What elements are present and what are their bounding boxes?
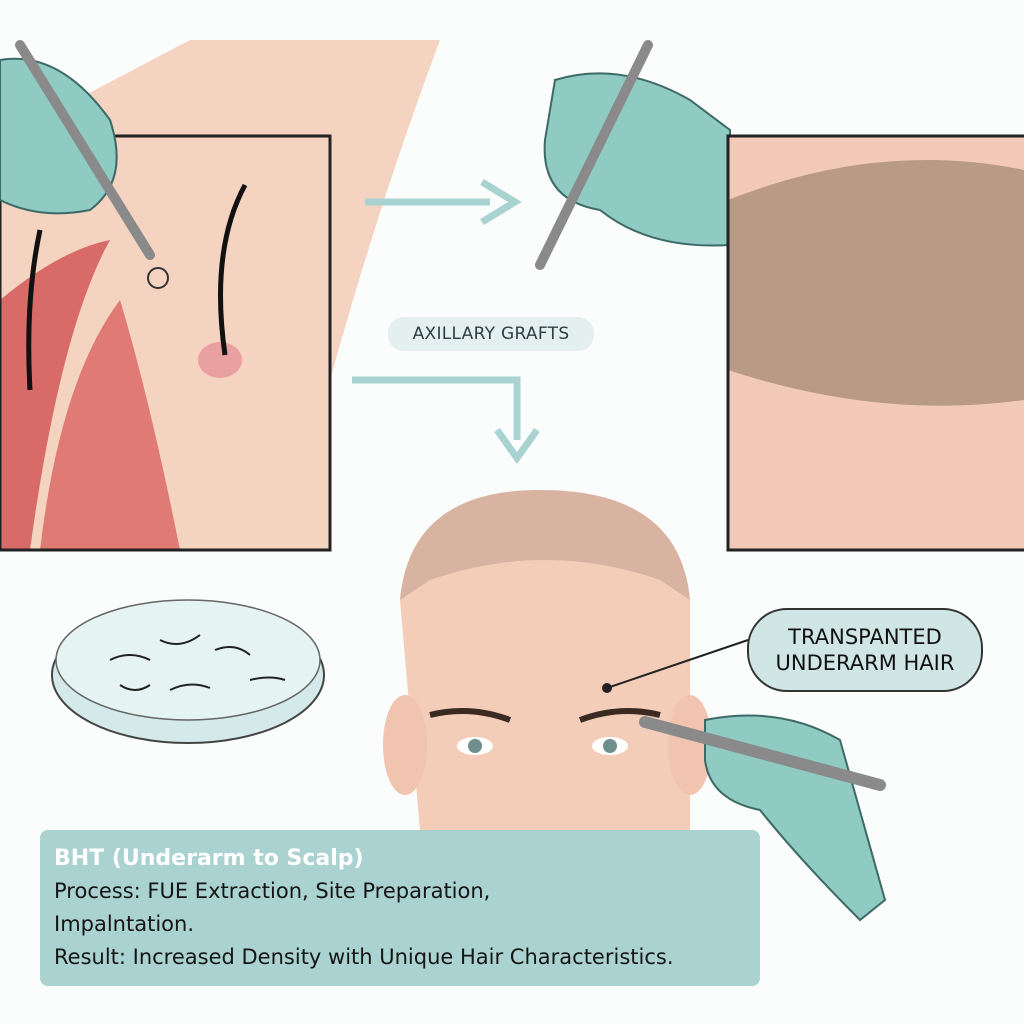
caption-title: BHT (Underarm to Scalp) [54, 846, 364, 871]
gloved-hand-extraction [0, 40, 155, 260]
callout-line-2: UNDERARM HAIR [775, 651, 955, 675]
callout-line-1: TRANSPANTED [788, 625, 942, 649]
arrow-right [365, 179, 522, 225]
petri-dish [51, 599, 325, 744]
axillary-grafts-label: AXILLARY GRAFTS [388, 317, 594, 351]
caption-result: Result: Increased Density with Unique Ha… [54, 945, 674, 969]
scalp-closeup-panel [726, 134, 1024, 552]
caption-process-line-1: Process: FUE Extraction, Site Preparatio… [54, 879, 491, 903]
caption-box: BHT (Underarm to Scalp) Process: FUE Ext… [40, 830, 760, 986]
transplanted-hair-callout: TRANSPANTED UNDERARM HAIR [747, 608, 983, 692]
arrow-down [352, 376, 540, 465]
gloved-hand-face [639, 714, 887, 922]
patient-head [383, 490, 749, 830]
gloved-hand-implant [535, 40, 731, 270]
caption-process-line-2: Impalntation. [54, 912, 194, 936]
